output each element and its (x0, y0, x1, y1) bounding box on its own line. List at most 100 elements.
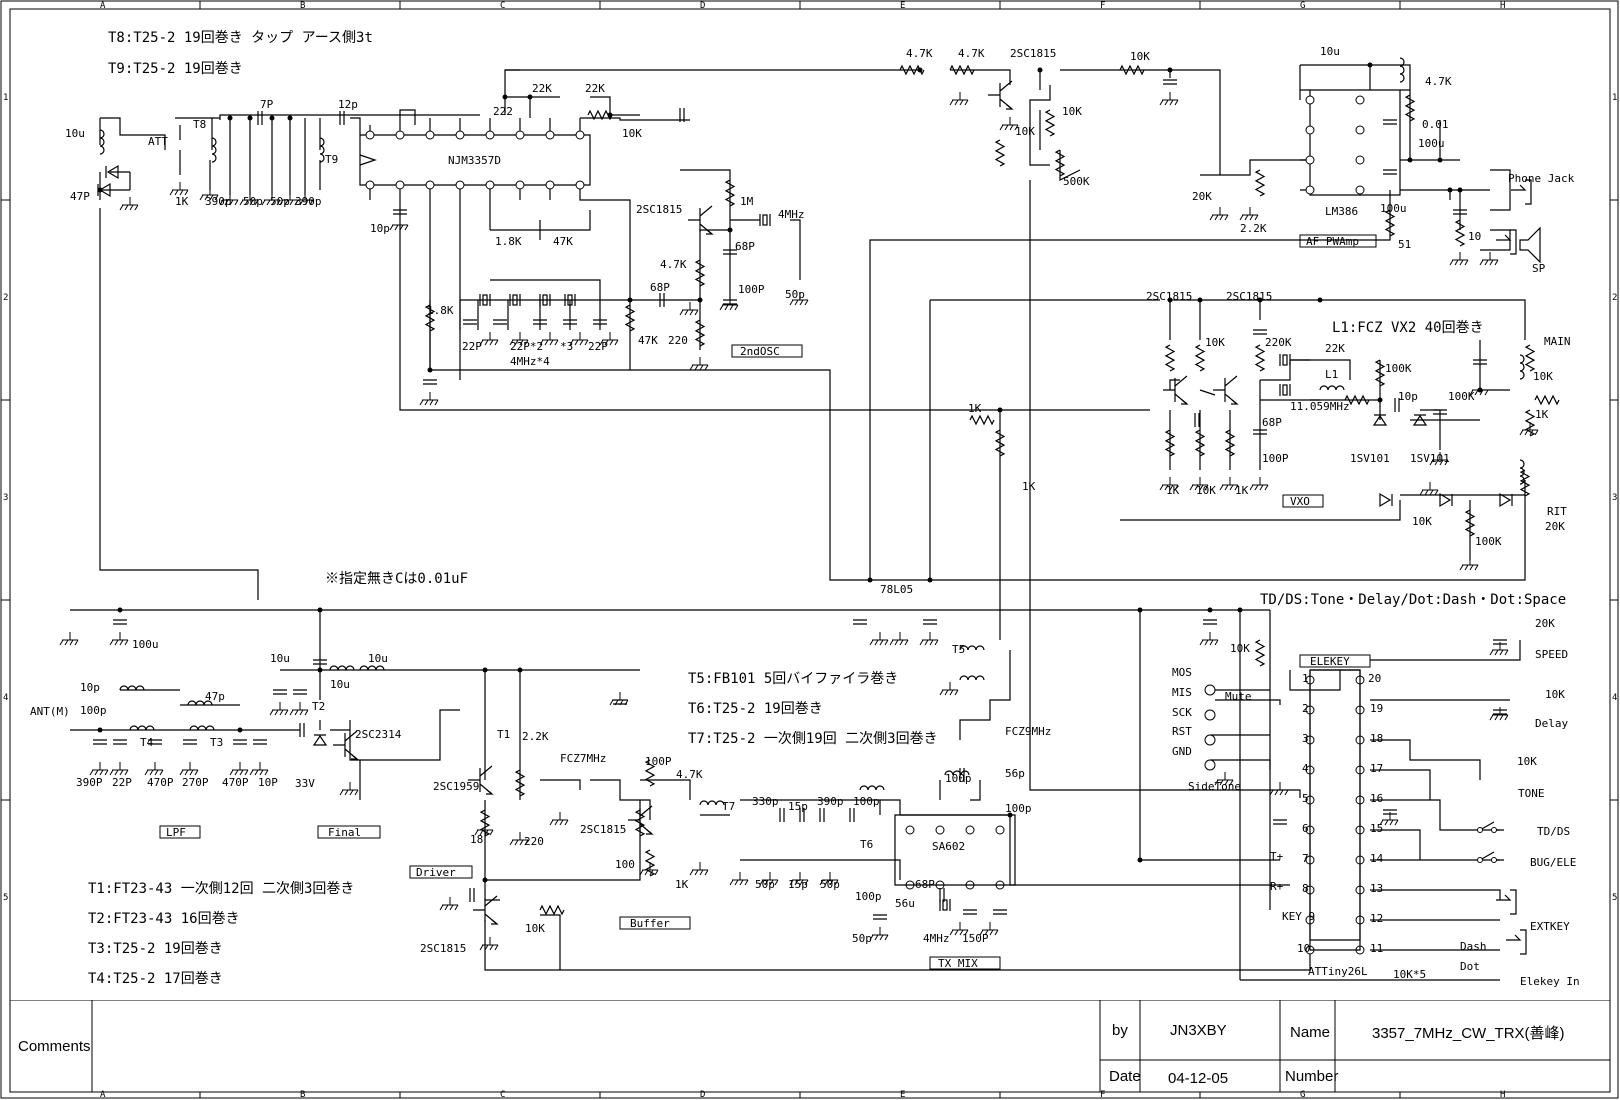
label-p15: 15 (1370, 822, 1383, 835)
label-r1k-f: 1K (675, 878, 689, 891)
resistor (1054, 149, 1066, 177)
inductor (359, 665, 385, 671)
ground-symbol (169, 182, 189, 196)
transistor (688, 205, 713, 235)
inductor (129, 725, 155, 731)
note-t1: T1:FT23-43 一次側12回 二次側3回巻き (88, 881, 354, 897)
capacitor (253, 739, 267, 745)
label-p16: 16 (1370, 792, 1383, 805)
ground-symbol (789, 292, 809, 306)
block-txmix: TX MIX (938, 957, 978, 970)
label-r22k-c: 22K (1325, 342, 1345, 355)
sa602-pin (935, 825, 945, 835)
label-p14: 14 (1370, 852, 1384, 865)
note-t7: T7:T25-2 一次側19回 二次側3回巻き (688, 731, 938, 747)
ground-symbol (109, 632, 129, 646)
note-t2: T2:FT23-43 16回巻き (88, 911, 240, 927)
ground-symbol (1219, 477, 1239, 491)
grid-letter: A (100, 1090, 106, 1100)
label-c390p-c: 390P (76, 776, 103, 789)
label-phone: Phone Jack (1508, 172, 1575, 185)
resistor (1464, 509, 1476, 537)
label-c390p-a: 390p (205, 195, 232, 208)
capacitor (299, 723, 305, 737)
wiring (70, 64, 1526, 981)
label-r100k-c: 100K (1475, 535, 1502, 548)
label-r47k-a: 47K (553, 235, 573, 248)
label-r10-a: 10 (1468, 230, 1481, 243)
crystal-body (482, 294, 488, 306)
resistor (1519, 469, 1531, 497)
resistor (644, 759, 656, 787)
label-t4: T4 (140, 736, 154, 749)
label-c50p-d: 50p (755, 878, 775, 891)
label-r20k-a: 20K (1192, 190, 1212, 203)
inductor (699, 800, 725, 806)
ground-symbol (949, 922, 969, 936)
resistor (1164, 429, 1176, 457)
ground-symbol (819, 872, 839, 886)
ground-symbol (889, 632, 909, 646)
name-value: 3357_7MHz_CW_TRX(善峰) (1372, 1025, 1565, 1042)
label-q-vxo1: 2SC1815 (1146, 290, 1192, 303)
label-c47p: 47P (70, 190, 90, 203)
capacitor (113, 739, 127, 745)
inductor (944, 770, 970, 776)
ground-symbol (479, 332, 499, 346)
ground-symbol (1489, 642, 1509, 656)
ground-symbol (1189, 477, 1209, 491)
capacitor (313, 659, 327, 665)
crystal (759, 214, 771, 226)
ground-symbol (339, 782, 359, 796)
ground-symbol (729, 872, 749, 886)
ground-symbol (1159, 92, 1179, 106)
resistor (1254, 169, 1266, 197)
crystal (1279, 354, 1291, 366)
label-r20k-b: 20K (1545, 520, 1565, 533)
inductor (99, 129, 105, 155)
label-r10k-c: 10K (1062, 105, 1082, 118)
label-r1k-b: 1K (1235, 484, 1249, 497)
label-r1k-e: 1K (1535, 408, 1549, 421)
jack (1506, 929, 1527, 955)
label-r51: 51 (1398, 238, 1411, 251)
ground-symbol (289, 702, 309, 716)
note-t4: T4:T25-2 17回巻き (88, 971, 223, 987)
label-c10p-d: 10P (258, 776, 278, 789)
block-vxo: VXO (1290, 495, 1310, 508)
label-r10k-h: 10K (1412, 515, 1432, 528)
ground-symbol (1469, 382, 1489, 396)
label-c10u-b: 10u (1320, 45, 1340, 58)
grid-letter: B (300, 1, 305, 11)
njm-pin (485, 180, 495, 190)
label-q-buf: 2SC1815 (580, 823, 626, 836)
sa602-pin (995, 825, 1005, 835)
label-elekeyin: Elekey In (1520, 975, 1580, 988)
njm-pin (485, 130, 495, 140)
label-r18: 18 (470, 833, 483, 846)
ground-symbol (1459, 557, 1479, 571)
ground-symbol (1479, 252, 1499, 266)
label-c68p-a: 68P (650, 281, 670, 294)
ground-symbol (1209, 207, 1229, 221)
label-c50p-b: 50p (270, 195, 290, 208)
capacitor (799, 808, 805, 822)
grid-number: 1 (3, 93, 8, 103)
label-tdds-sw: TD/DS (1537, 825, 1570, 838)
label-att: ATT (148, 135, 168, 148)
label-dot: Dot (1460, 960, 1480, 973)
label-mute: Mute (1225, 690, 1252, 703)
ground-symbol (869, 632, 889, 646)
block-final: Final (328, 826, 361, 839)
block-2ndosc: 2ndOSC (740, 345, 780, 358)
label-r10k-f: 10K (1196, 484, 1216, 497)
label-q-af: 2SC1815 (1010, 47, 1056, 60)
resistor (1254, 639, 1266, 667)
lm386-pin (1305, 185, 1315, 195)
njm-pin (545, 130, 555, 140)
inductor (1399, 57, 1405, 83)
isp-header-pin (1204, 709, 1216, 721)
capacitor (779, 808, 785, 822)
ic-njm3357d: NJM3357D (448, 154, 501, 167)
